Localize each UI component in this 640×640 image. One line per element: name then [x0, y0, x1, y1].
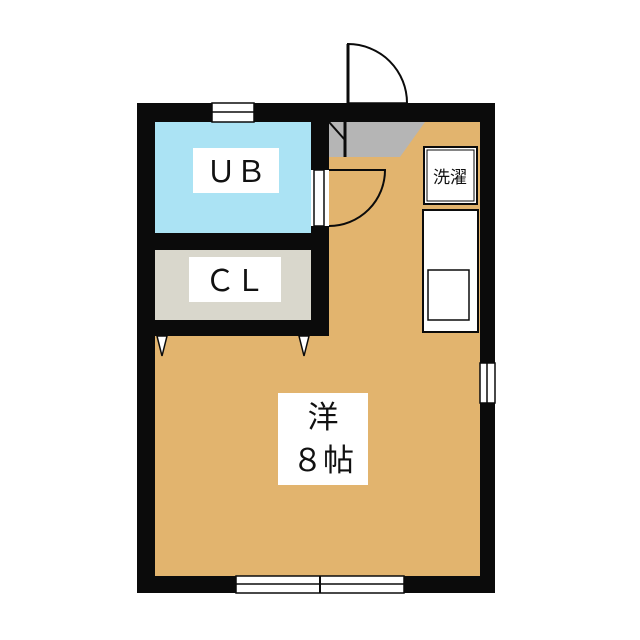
- closet-label-bg: [189, 257, 281, 302]
- bath-door: [311, 169, 387, 227]
- bath-label-bg: [193, 148, 279, 193]
- closet-label: ＣＬ: [205, 264, 265, 299]
- room-main-floor: [155, 122, 480, 576]
- closet-door-right: [298, 335, 310, 357]
- main-room-label-line1: 洋: [308, 400, 339, 436]
- entry-door: [345, 42, 408, 104]
- window-bottom: [235, 575, 405, 594]
- window-right: [479, 362, 496, 404]
- entrance-diag-line: [328, 121, 346, 141]
- main-room-label-line2: ８帖: [292, 443, 354, 479]
- bath-label: ＵＢ: [206, 155, 266, 190]
- laundry-label: 洗濯: [433, 168, 467, 188]
- laundry-space: [423, 146, 478, 205]
- main-label-bg: [278, 393, 368, 485]
- closet-door-left: [156, 335, 168, 357]
- kitchen-counter: [422, 209, 479, 333]
- entrance-floor: [329, 122, 425, 157]
